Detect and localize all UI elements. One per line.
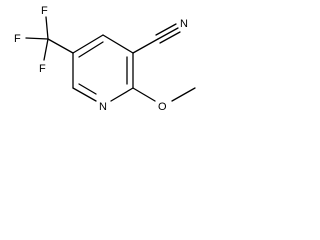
atom-label-f2: F	[14, 33, 21, 45]
atom-label-nitrile-n: N	[180, 18, 188, 30]
bond-c-f1	[45, 16, 49, 40]
bond-c4-c3	[102, 34, 134, 54]
bond-c-f3	[43, 38, 49, 61]
bond-cf3-ring	[47, 38, 74, 54]
bond-c5-c4	[72, 34, 104, 54]
atom-label-ring-n: N	[99, 101, 107, 113]
bond-n1-c6-inner	[78, 83, 97, 95]
bond-c5-c4-inner	[78, 41, 104, 58]
nitrile-triple-1	[157, 27, 179, 40]
atom-label-f3: F	[39, 63, 46, 75]
bond-c2-n1	[110, 87, 134, 102]
atom-label-ether-o: O	[158, 101, 167, 113]
bond-n1-c6	[72, 87, 97, 102]
atom-label-f1: F	[41, 5, 48, 17]
bond-c-f2	[25, 37, 49, 40]
nitrile-triple-2	[155, 23, 177, 36]
bond-c2-o	[132, 87, 156, 102]
structure-canvas: F F F N N O	[14, 5, 196, 113]
bond-c3-cn	[132, 38, 159, 54]
molecule-diagram: F F F N N O	[0, 0, 224, 138]
bond-o-ch3	[171, 87, 196, 102]
nitrile-triple-3	[159, 31, 181, 44]
